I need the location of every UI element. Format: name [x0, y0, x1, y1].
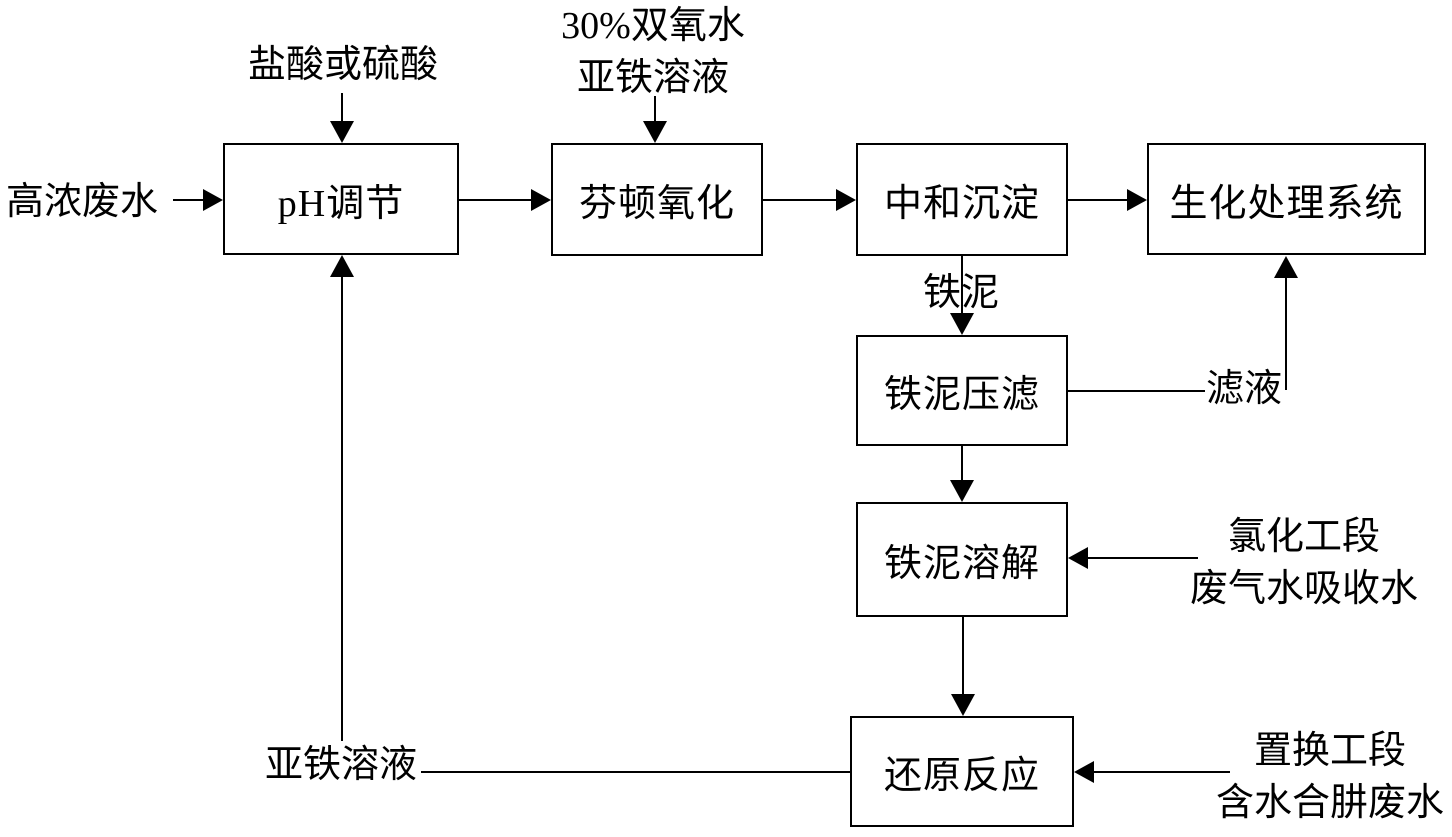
process-box-label: 中和沉淀 [883, 183, 1040, 225]
arrowhead-down-icon [950, 480, 974, 502]
connector-reduction-to-ferrous [421, 771, 850, 773]
process-box-label: 铁泥压滤 [883, 374, 1040, 416]
connector-influent [173, 199, 205, 201]
arrowhead-up-icon [330, 255, 354, 277]
connector-neutralize-to-bio [1068, 199, 1128, 201]
connector-neutralize-to-press [961, 256, 963, 318]
connector-acid [341, 93, 343, 123]
connector-fenton-to-neutralize [763, 199, 837, 201]
connector-displacement-to-reduction [1093, 771, 1230, 773]
label-filtrate: 滤液 [1205, 368, 1283, 410]
process-box-label: 铁泥溶解 [883, 543, 1040, 585]
arrowhead-left-icon [1074, 761, 1094, 783]
label-influent: 高浓废水 [5, 181, 159, 223]
arrowhead-down-icon [643, 121, 667, 143]
arrowhead-down-icon [330, 121, 354, 143]
arrowhead-right-icon [531, 189, 551, 211]
connector-filtrate-to-bio [1285, 277, 1287, 390]
process-box-fenton-oxidation: 芬顿氧化 [551, 143, 763, 256]
connector-press-to-dissolve [961, 446, 963, 482]
label-oxidant-line2: 亚铁溶液 [576, 57, 729, 99]
label-acid-input: 盐酸或硫酸 [247, 44, 439, 86]
arrowhead-left-icon [1068, 547, 1088, 569]
process-box-neutralization-precipitation: 中和沉淀 [856, 143, 1068, 256]
label-displacement-line2: 含水合肼废水 [1215, 782, 1445, 824]
arrowhead-up-icon [1274, 256, 1298, 278]
arrowhead-right-icon [1127, 189, 1147, 211]
arrowhead-down-icon [951, 694, 975, 716]
label-chlorination-line1: 氯化工段 [1227, 516, 1381, 558]
process-box-iron-sludge-dissolution: 铁泥溶解 [856, 502, 1068, 617]
connector-ferrous-to-ph [341, 277, 343, 741]
connector-oxidant [654, 96, 656, 123]
connector-chlorination-to-dissolve [1087, 557, 1198, 559]
process-box-label: 生化处理系统 [1169, 182, 1404, 225]
process-box-label: 还原反应 [883, 755, 1040, 797]
label-oxidant-line1: 30%双氧水 [561, 5, 745, 47]
arrowhead-right-icon [203, 189, 223, 211]
process-box-biochemical-treatment-system: 生化处理系统 [1147, 143, 1426, 255]
label-ferrous-solution-recycle: 亚铁溶液 [264, 744, 418, 786]
label-displacement-hydrazine-wastewater: 置换工段 含水合肼废水 [1216, 725, 1444, 829]
connector-dissolve-to-reduction [962, 617, 964, 695]
connector-press-to-filtrate [1068, 390, 1205, 392]
process-box-ph-adjust: pH调节 [223, 143, 459, 255]
process-box-label: 芬顿氧化 [578, 183, 735, 225]
label-chlorination-line2: 废气水吸收水 [1189, 568, 1419, 610]
label-chlorination-absorption-water: 氯化工段 废气水吸收水 [1190, 511, 1418, 615]
label-oxidant-input: 30%双氧水 亚铁溶液 [561, 0, 745, 104]
process-box-reduction-reaction: 还原反应 [850, 716, 1074, 827]
process-box-label: pH调节 [277, 182, 405, 225]
label-displacement-line1: 置换工段 [1253, 730, 1407, 772]
connector-ph-to-fenton [459, 199, 532, 201]
arrowhead-right-icon [836, 189, 856, 211]
process-box-iron-sludge-filter-press: 铁泥压滤 [856, 335, 1068, 446]
arrowhead-down-icon [950, 313, 974, 335]
